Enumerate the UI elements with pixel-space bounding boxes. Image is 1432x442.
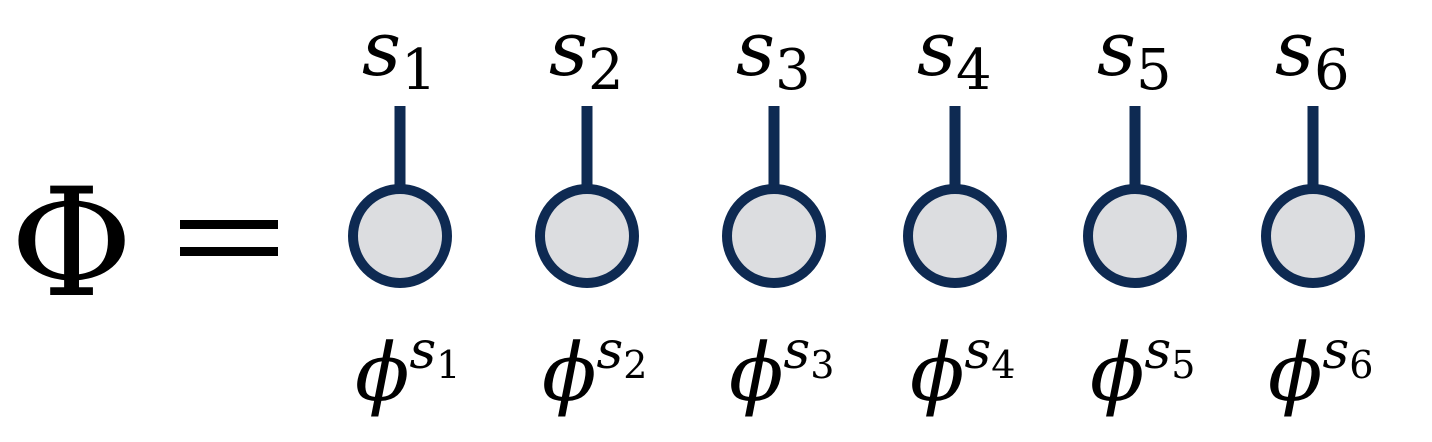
site-tensor-node <box>1083 184 1187 288</box>
site-top-label: s4 <box>917 4 992 103</box>
site-bottom-phi: ϕ <box>1268 326 1323 419</box>
site-top-letter: s <box>736 4 775 93</box>
site-bottom-superscript-subscript: 4 <box>991 343 1015 387</box>
site-top-label: s5 <box>1097 4 1172 103</box>
site-tensor-node <box>722 184 826 288</box>
equals-sign <box>180 220 278 256</box>
site-tensor-node <box>903 184 1007 288</box>
site-top-letter: s <box>1097 4 1136 93</box>
site-bottom-superscript: s <box>1145 321 1172 381</box>
site-bottom-superscript-subscript: 6 <box>1349 343 1373 387</box>
site-tensor-node <box>348 184 452 288</box>
site-bottom-label: ϕs6 <box>1268 321 1373 419</box>
site-bottom-label: ϕs3 <box>729 321 834 419</box>
site-top-label: s1 <box>362 4 437 103</box>
site-top-subscript: 3 <box>775 38 811 103</box>
site-bottom-phi: ϕ <box>542 326 597 419</box>
site-bottom-label: ϕs5 <box>1090 321 1195 419</box>
lhs-phi-symbol: Φ <box>10 157 133 331</box>
site-bottom-label: ϕs4 <box>910 321 1015 419</box>
site-top-label: s3 <box>736 4 811 103</box>
site-top-label: s6 <box>1275 4 1350 103</box>
site-top-subscript: 4 <box>956 38 992 103</box>
site-bottom-superscript-subscript: 5 <box>1171 343 1195 387</box>
site-top-letter: s <box>1275 4 1314 93</box>
site-bottom-label: ϕs1 <box>355 321 460 419</box>
site-top-subscript: 1 <box>401 38 437 103</box>
site-bottom-superscript: s <box>597 321 624 381</box>
site-bottom-phi: ϕ <box>355 326 410 419</box>
site-top-letter: s <box>917 4 956 93</box>
site-top-letter: s <box>362 4 401 93</box>
site-top-label: s2 <box>549 4 624 103</box>
site-top-letter: s <box>549 4 588 93</box>
site-bottom-superscript-subscript: 2 <box>623 343 647 387</box>
site-bottom-superscript: s <box>965 321 992 381</box>
site-bottom-superscript: s <box>410 321 437 381</box>
site-bottom-superscript: s <box>1323 321 1350 381</box>
site-bottom-phi: ϕ <box>1090 326 1145 419</box>
site-top-subscript: 6 <box>1314 38 1350 103</box>
site-tensor-node <box>535 184 639 288</box>
site-bottom-phi: ϕ <box>910 326 965 419</box>
site-bottom-phi: ϕ <box>729 326 784 419</box>
site-tensor-node <box>1261 184 1365 288</box>
site-top-subscript: 2 <box>588 38 624 103</box>
site-bottom-superscript-subscript: 1 <box>436 343 460 387</box>
site-bottom-label: ϕs2 <box>542 321 647 419</box>
site-top-subscript: 5 <box>1136 38 1172 103</box>
site-bottom-superscript: s <box>784 321 811 381</box>
site-bottom-superscript-subscript: 3 <box>810 343 834 387</box>
